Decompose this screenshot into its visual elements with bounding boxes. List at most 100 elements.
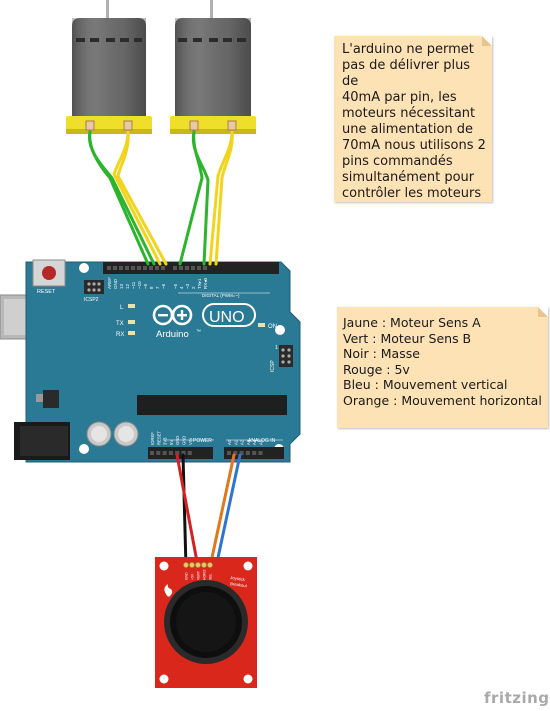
wire-black-gnd xyxy=(181,453,188,569)
wire-yellow-motor-left-2 xyxy=(116,130,168,266)
legend-item: Bleu : Mouvement vertical xyxy=(343,377,508,393)
power-note-line: pins commandés xyxy=(342,154,453,169)
digital-pin-label: 4 xyxy=(179,286,184,289)
power-pin-hole xyxy=(162,451,167,455)
digital-pin-label: ~10 xyxy=(137,281,142,289)
digital-pin-label: TX▸1 xyxy=(197,278,202,289)
power-note-line: une alimentation de xyxy=(342,122,474,137)
joystick-pin xyxy=(183,562,189,568)
power-note-line: contrôler les moteurs xyxy=(342,186,482,201)
digital-pin-label: 7 xyxy=(155,286,160,289)
uno-text: UNO xyxy=(209,309,245,326)
wire-green-motor-left-1 xyxy=(88,130,150,266)
joystick-label-2: Breakout xyxy=(230,581,248,588)
power-pin-hole xyxy=(156,451,161,455)
analog-pin-label: A2 xyxy=(240,439,245,445)
reset-label: RESET xyxy=(37,289,56,295)
power-note-line: L'arduino ne permet xyxy=(342,42,474,57)
analog-pin-label: A3 xyxy=(246,439,251,445)
digital-pin-label: ~3 xyxy=(185,283,190,289)
digital-pin-label: 12 xyxy=(125,283,130,289)
bottom-header-holes xyxy=(150,451,263,455)
wire-blue-vertical xyxy=(214,453,242,569)
legend-item: Jaune : Moteur Sens A xyxy=(343,315,481,330)
power-pin-label: 5V xyxy=(169,440,174,445)
digital-pin-hole xyxy=(149,266,153,270)
digital-pin-label: ~11 xyxy=(131,281,136,289)
joystick-pin xyxy=(207,562,213,568)
wires xyxy=(87,130,242,569)
digital-pin-hole xyxy=(179,266,183,270)
arduino-logo-text: Arduino xyxy=(156,329,189,340)
digital-pin-hole xyxy=(137,266,141,270)
joystick-pins xyxy=(183,562,213,568)
digital-pin-label: GND xyxy=(113,278,118,289)
power-pin-label: GND xyxy=(175,436,180,445)
power-pin-label: VIN xyxy=(188,438,193,445)
joystick-pin xyxy=(195,562,201,568)
digital-label: DIGITAL (PWM=~) xyxy=(202,293,240,298)
digital-header-holes xyxy=(107,266,207,270)
icsp2-header xyxy=(84,280,104,294)
digital-pin-label: RX◂0 xyxy=(203,277,208,289)
tx-label: TX xyxy=(116,321,124,327)
analog-pin-hole xyxy=(245,451,250,455)
joystick-pin-label: HORIZ xyxy=(203,569,207,580)
power-pin-label: 3V3 xyxy=(163,437,168,445)
wire-orange-horizontal xyxy=(208,453,236,569)
wire-green-motor-left-2 xyxy=(87,130,156,266)
icsp2-label: ICSP2 xyxy=(84,297,99,303)
legend-item: Orange : Mouvement horizontal xyxy=(343,392,542,408)
power-pin-hole xyxy=(175,451,180,455)
joystick-pin xyxy=(189,562,195,568)
motor-left xyxy=(66,0,152,134)
arduino-logo xyxy=(152,303,256,327)
power-label: POWER xyxy=(193,438,212,444)
power-pin-hole xyxy=(150,451,154,455)
power-pin-hole xyxy=(168,451,173,455)
analog-pin-label: A5 xyxy=(259,439,264,445)
power-note-line: simultanément pour xyxy=(342,170,475,185)
legend-item: Vert : Moteur Sens B xyxy=(343,330,472,346)
wire-red-5v xyxy=(175,453,200,569)
digital-pin-label: ~6 xyxy=(161,283,166,289)
digital-pin-hole xyxy=(155,266,159,270)
power-pin-hole xyxy=(187,451,192,455)
power-pin-label: IOREF xyxy=(150,432,155,445)
digital-pin-label: AREF xyxy=(107,277,112,289)
digital-pin-hole xyxy=(173,266,177,270)
fritzing-watermark: fritzing xyxy=(484,689,550,707)
digital-pin-label: 13 xyxy=(119,283,124,289)
analog-pin-hole xyxy=(252,451,257,455)
digital-pin-label: 2 xyxy=(191,286,196,289)
analog-pin-label: A1 xyxy=(233,439,238,445)
wire-green-motor-right-2 xyxy=(191,130,210,266)
legend-item: Noir : Masse xyxy=(343,346,420,362)
digital-pin-hole xyxy=(113,266,117,270)
analog-pin-hole xyxy=(258,451,263,455)
wire-green-motor-right-1 xyxy=(178,130,204,266)
joystick-pin xyxy=(201,562,207,568)
digital-pin-hole xyxy=(191,266,195,270)
digital-pin-label: ~5 xyxy=(173,283,178,289)
arduino-board: RESET ICSP2 L TX RX UNO Arduino ™ ON xyxy=(0,259,301,463)
digital-pin-hole xyxy=(143,266,147,270)
analog-pin-hole xyxy=(239,451,244,455)
icsp-label: ICSP xyxy=(270,360,276,372)
analog-pin-label: A0 xyxy=(227,439,232,445)
motor-right xyxy=(170,0,256,134)
digital-pin-label: 8 xyxy=(149,286,154,289)
power-pin-label: GND xyxy=(182,436,187,445)
l-label: L xyxy=(120,305,124,311)
digital-pin-hole xyxy=(119,266,123,270)
power-note-line: 70mA nous utilisons 2 xyxy=(342,138,486,153)
digital-pin-hole xyxy=(125,266,129,270)
power-note-line: pas de délivrer plus de xyxy=(342,58,471,89)
analog-label: ANALOG IN xyxy=(248,438,276,444)
